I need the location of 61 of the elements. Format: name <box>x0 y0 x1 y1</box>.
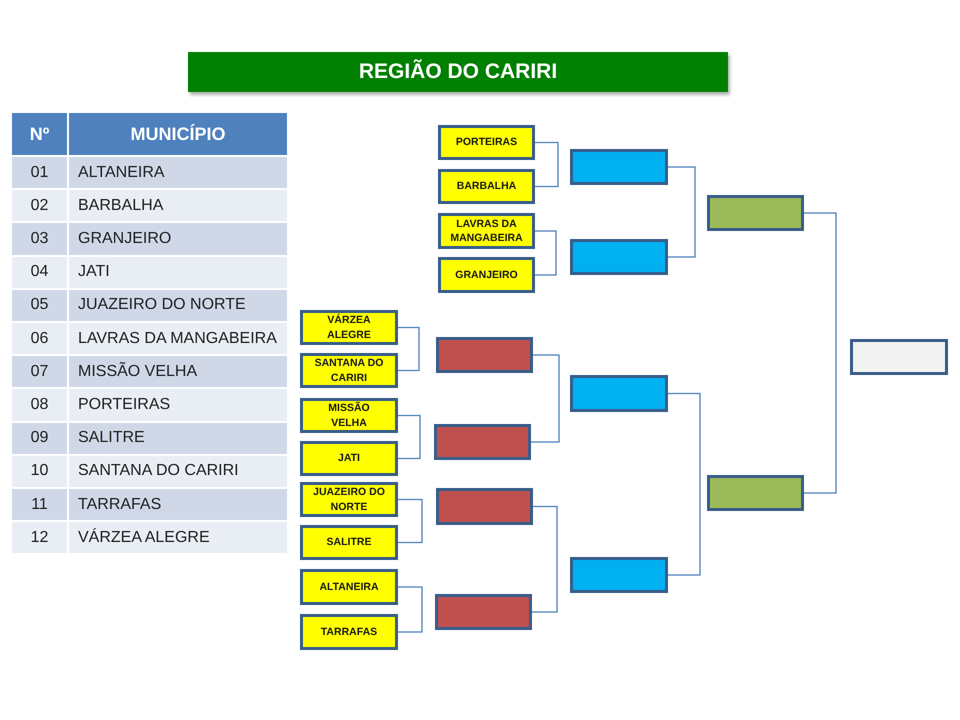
table-cell: VÁRZEA ALEGRE <box>69 522 287 554</box>
bracket-line <box>668 392 701 576</box>
team-box: VÁRZEA ALEGRE <box>300 310 398 345</box>
blank-match-box <box>436 337 533 373</box>
table-cell: JATI <box>69 256 287 288</box>
blank-match-box <box>570 557 668 593</box>
blank-match-box <box>850 339 948 375</box>
blank-match-box <box>434 424 531 460</box>
table-cell: 08 <box>12 389 67 421</box>
table-cell: 11 <box>12 489 67 520</box>
bracket-line <box>535 230 557 276</box>
table-cell: 05 <box>12 290 67 321</box>
table-cell: PORTEIRAS <box>69 389 287 421</box>
blank-match-box <box>707 475 804 511</box>
blank-match-box <box>435 594 532 630</box>
column-header: MUNICÍPIO <box>69 113 287 155</box>
blank-match-box <box>570 149 668 185</box>
bracket-line <box>398 586 423 633</box>
table-cell: JUAZEIRO DO NORTE <box>69 290 287 321</box>
table-cell: 03 <box>12 223 67 255</box>
column-header: Nº <box>12 113 67 155</box>
team-box: JATI <box>300 441 398 476</box>
table-cell: 01 <box>12 157 67 188</box>
blank-match-box <box>570 375 668 412</box>
bracket-line <box>668 166 696 258</box>
table-cell: 02 <box>12 190 67 222</box>
bracket-line <box>531 354 560 443</box>
bracket-line <box>398 414 421 460</box>
team-box: JUAZEIRO DO NORTE <box>300 482 398 517</box>
table-cell: GRANJEIRO <box>69 223 287 255</box>
table-cell: TARRAFAS <box>69 489 287 520</box>
table-cell: LAVRAS DA MANGABEIRA <box>69 323 287 354</box>
blank-match-box <box>570 239 668 275</box>
bracket-line <box>535 142 559 188</box>
team-box: TARRAFAS <box>300 614 398 650</box>
team-box: SALITRE <box>300 525 398 560</box>
table-cell: MISSÃO VELHA <box>69 356 287 388</box>
table-cell: BARBALHA <box>69 190 287 222</box>
blank-match-box <box>707 195 804 231</box>
table-cell: 06 <box>12 323 67 354</box>
team-box: SANTANA DO CARIRI <box>300 353 398 388</box>
team-box: ALTANEIRA <box>300 569 398 605</box>
bracket-line <box>532 506 558 613</box>
team-box: PORTEIRAS <box>438 125 535 160</box>
table-cell: 04 <box>12 256 67 288</box>
team-box: BARBALHA <box>438 169 535 204</box>
team-box: LAVRAS DA MANGABEIRA <box>438 213 535 249</box>
table-cell: 12 <box>12 522 67 554</box>
bracket-line <box>804 212 837 494</box>
table-cell: 09 <box>12 422 67 454</box>
team-box: GRANJEIRO <box>438 257 535 293</box>
table-cell: SANTANA DO CARIRI <box>69 456 287 487</box>
table-cell: 07 <box>12 356 67 388</box>
title-banner: REGIÃO DO CARIRI <box>188 52 728 92</box>
bracket-line <box>398 326 420 372</box>
bracket-line <box>398 498 423 544</box>
table-cell: ALTANEIRA <box>69 157 287 188</box>
team-box: MISSÃO VELHA <box>300 398 398 433</box>
table-cell: 10 <box>12 456 67 487</box>
table-cell: SALITRE <box>69 422 287 454</box>
blank-match-box <box>436 488 533 525</box>
